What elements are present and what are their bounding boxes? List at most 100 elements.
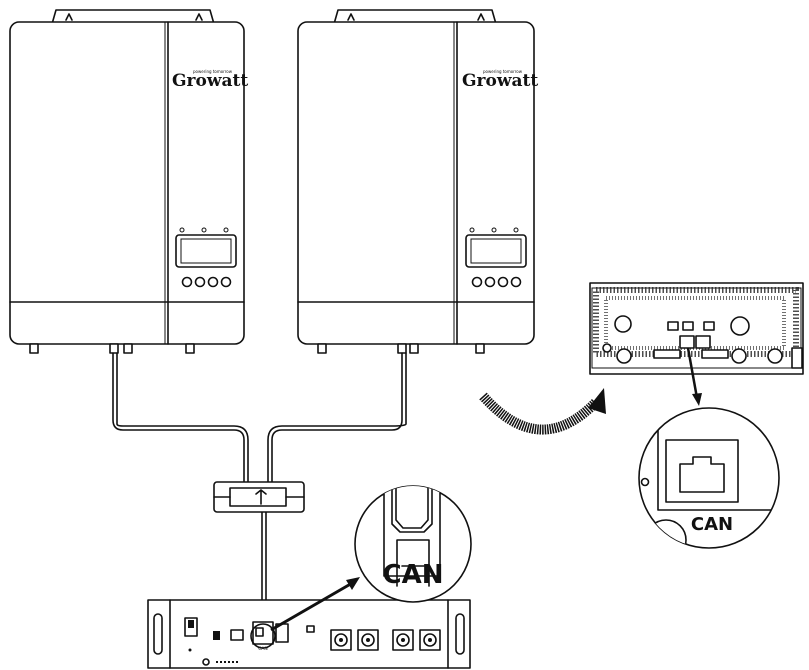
curved-arrow-icon — [479, 388, 606, 435]
battery-body — [147, 599, 471, 669]
callout-port-lower — [396, 539, 430, 587]
port — [682, 321, 694, 331]
callout-port-socket — [679, 456, 725, 493]
callout-port-socket — [391, 486, 433, 533]
cable-left — [112, 352, 245, 483]
cable-gland — [475, 343, 485, 354]
indicator-led — [201, 227, 207, 233]
bracket-hole — [65, 13, 73, 21]
splitter-core — [229, 487, 287, 507]
vent-grille — [593, 287, 799, 357]
can-port-highlight — [250, 623, 276, 649]
parallel-port — [653, 349, 681, 359]
cable-gland — [185, 343, 195, 354]
can-port — [255, 627, 264, 637]
cable-knockout — [730, 316, 750, 336]
splitter-mark — [255, 489, 267, 505]
terminal-bolt — [334, 633, 348, 647]
indicator-led — [223, 227, 229, 233]
cable-gland — [409, 343, 419, 354]
cable-knockout — [614, 315, 632, 333]
grounding-screw — [602, 343, 612, 353]
comm-port — [695, 335, 711, 349]
control-button — [207, 276, 219, 288]
indicator-dot — [188, 648, 192, 652]
can-port — [679, 335, 695, 349]
brand-tagline: powering tomorrow — [483, 69, 523, 74]
pointer-line — [270, 580, 355, 632]
terminal-bolt — [396, 633, 410, 647]
lcd-display — [175, 234, 237, 268]
control-button — [220, 276, 232, 288]
callout-screw — [774, 444, 779, 452]
callout-can-label: CAN — [691, 514, 733, 535]
control-button — [471, 276, 483, 288]
lcd-screen — [180, 238, 232, 264]
lcd-display — [465, 234, 527, 268]
pointer-arrow-icon — [686, 347, 702, 406]
bracket-hole — [477, 13, 485, 21]
callout-port-inner — [395, 486, 429, 529]
power-switch-lever — [188, 620, 194, 628]
can-port-small-label: CAN — [258, 646, 268, 652]
callout-knockout — [645, 519, 687, 548]
indicator-led — [491, 227, 497, 233]
control-button — [510, 276, 522, 288]
terminal-bolt — [423, 633, 437, 647]
cable-right — [271, 352, 403, 483]
inverter-left: Growatt powering tomorrow — [9, 9, 248, 354]
bracket-hole — [347, 13, 355, 21]
ac-terminal — [616, 348, 632, 364]
callout-battery-can: CAN — [354, 485, 472, 603]
cable-gland — [109, 343, 119, 354]
control-buttons — [181, 276, 232, 288]
cable-left-outer — [116, 352, 249, 483]
control-button — [181, 276, 193, 288]
handle-right — [455, 613, 465, 655]
pointer-head — [346, 577, 360, 590]
brand-tagline: powering tomorrow — [193, 69, 233, 74]
callout-can-label: CAN — [383, 560, 444, 590]
reset-button — [202, 658, 210, 666]
battery-module: CAN — [147, 599, 471, 669]
callout-inverter-can: CAN — [638, 407, 780, 549]
cable-splitter — [213, 481, 305, 513]
callout-port-housing — [383, 486, 441, 577]
communication-cables — [112, 352, 407, 637]
cable-gland — [317, 343, 327, 354]
pointer-head — [692, 393, 702, 406]
control-button — [194, 276, 206, 288]
pointer-arrow-icon — [270, 577, 360, 632]
callout-screw — [640, 477, 650, 487]
indicator-led — [179, 227, 185, 233]
cable-gland — [123, 343, 133, 354]
terminal-bolt — [361, 633, 375, 647]
inverter-bottom-view — [589, 282, 804, 375]
indicator-led — [469, 227, 475, 233]
control-buttons — [471, 276, 522, 288]
pointer-line — [686, 347, 699, 399]
control-button — [484, 276, 496, 288]
control-button — [497, 276, 509, 288]
power-terminals — [330, 629, 441, 651]
side-switch — [791, 347, 803, 369]
curved-arrow-head — [588, 388, 606, 414]
cable-gland — [397, 343, 407, 354]
curved-arrow-body — [479, 392, 600, 435]
lcd-screen — [470, 238, 522, 264]
cable-gland — [29, 343, 39, 354]
indicator-led — [513, 227, 519, 233]
dip-switch — [213, 631, 220, 640]
cable-right-outer — [267, 352, 407, 483]
ac-terminal — [731, 348, 747, 364]
small-port — [306, 625, 315, 633]
handle-left — [153, 613, 163, 655]
inverter-right: Growatt powering tomorrow — [297, 9, 538, 354]
brand-logo: Growatt — [172, 71, 248, 91]
port — [703, 321, 715, 331]
bracket-hole — [195, 13, 203, 21]
parallel-port — [701, 349, 729, 359]
rs485-port — [230, 629, 244, 641]
port — [667, 321, 679, 331]
